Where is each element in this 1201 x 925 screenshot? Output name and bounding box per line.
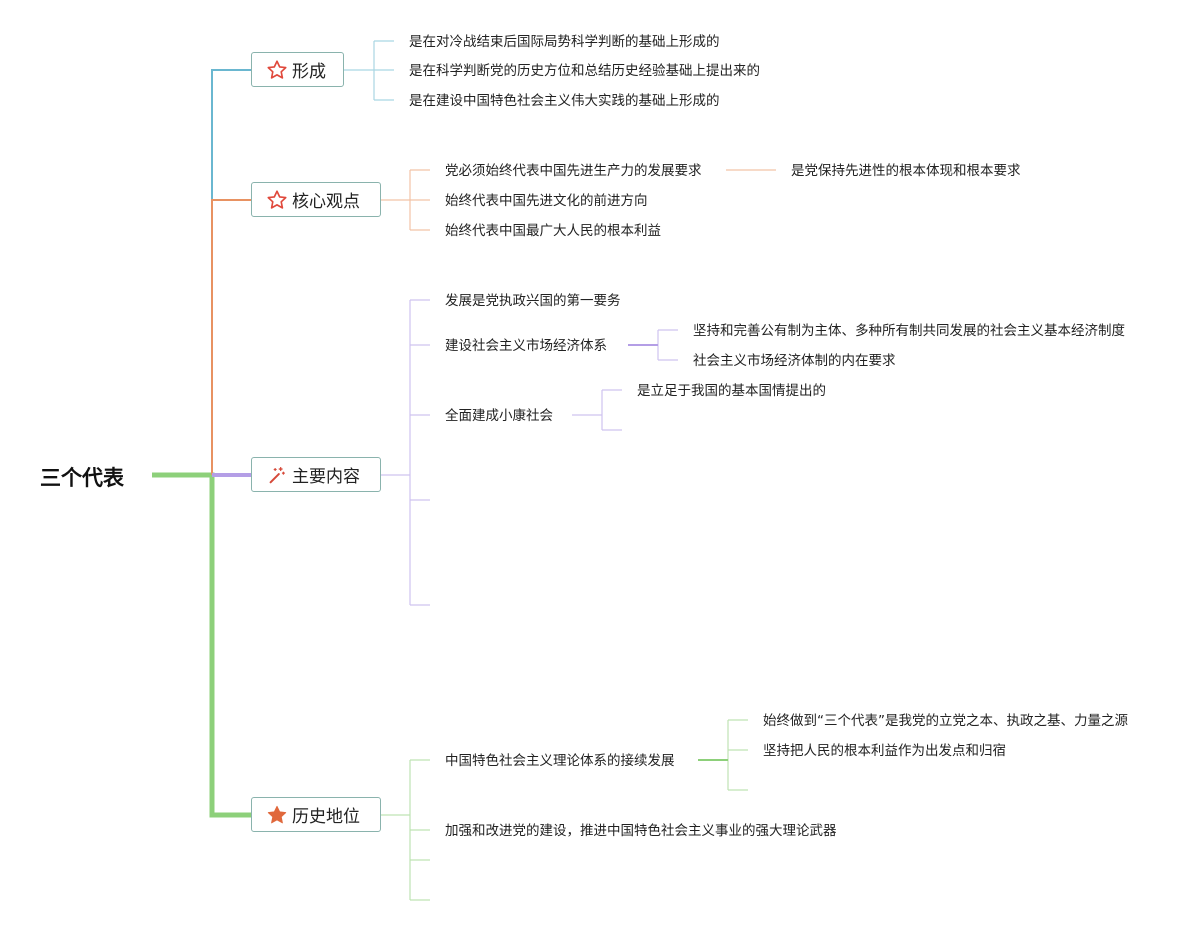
branch-lishi[interactable]: 历史地位 <box>251 797 381 832</box>
leaf-hexin-1[interactable]: 党必须始终代表中国先进生产力的发展要求 <box>445 163 702 179</box>
leaf-hexin-1-sub[interactable]: 是党保持先进性的根本体现和根本要求 <box>791 163 1021 179</box>
star-outline-icon <box>266 188 292 212</box>
leaf-hexin-3[interactable]: 始终代表中国最广大人民的根本利益 <box>445 223 661 239</box>
leaf-zhuyao-2-sub-1[interactable]: 坚持和完善公有制为主体、多种所有制共同发展的社会主义基本经济制度 <box>693 323 1125 339</box>
leaf-lishi-1-sub-2[interactable]: 坚持把人民的根本利益作为出发点和归宿 <box>763 743 1006 759</box>
leaf-xingcheng-3[interactable]: 是在建设中国特色社会主义伟大实践的基础上形成的 <box>409 93 720 109</box>
branch-label: 形成 <box>292 62 326 82</box>
leaf-zhuyao-3-sub-1[interactable]: 是立足于我国的基本国情提出的 <box>637 383 826 399</box>
star-outline-icon <box>266 58 292 82</box>
leaf-xingcheng-2[interactable]: 是在科学判断党的历史方位和总结历史经验基础上提出来的 <box>409 63 760 79</box>
xingcheng-connector <box>211 69 252 475</box>
branch-hexin[interactable]: 核心观点 <box>251 182 381 217</box>
leaf-lishi-2[interactable]: 加强和改进党的建设，推进中国特色社会主义事业的强大理论武器 <box>445 823 837 839</box>
magic-wand-icon <box>266 463 292 487</box>
leaf-lishi-1[interactable]: 中国特色社会主义理论体系的接续发展 <box>445 753 675 769</box>
branch-label: 核心观点 <box>292 192 360 212</box>
hexin-connector <box>211 199 252 475</box>
branch-label: 历史地位 <box>292 807 360 827</box>
hexin-children-lines <box>380 169 776 231</box>
leaf-lishi-1-sub-1[interactable]: 始终做到“三个代表”是我党的立党之本、执政之基、力量之源 <box>763 713 1128 729</box>
branch-zhuyao[interactable]: 主要内容 <box>251 457 381 492</box>
root-connector <box>152 472 252 818</box>
leaf-hexin-2[interactable]: 始终代表中国先进文化的前进方向 <box>445 193 648 209</box>
leaf-xingcheng-1[interactable]: 是在对冷战结束后国际局势科学判断的基础上形成的 <box>409 34 720 50</box>
branch-label: 主要内容 <box>292 467 360 487</box>
lishi-children-lines <box>380 719 748 901</box>
leaf-zhuyao-2[interactable]: 建设社会主义市场经济体系 <box>445 338 607 354</box>
xingcheng-children-lines <box>344 40 394 101</box>
zhuyao-children-lines <box>380 299 678 606</box>
root-node[interactable]: 三个代表 <box>40 466 124 490</box>
branch-xingcheng[interactable]: 形成 <box>251 52 344 87</box>
star-filled-icon <box>266 803 292 827</box>
leaf-zhuyao-1[interactable]: 发展是党执政兴国的第一要务 <box>445 293 621 309</box>
leaf-zhuyao-2-sub-2[interactable]: 社会主义市场经济体制的内在要求 <box>693 353 896 369</box>
leaf-zhuyao-3[interactable]: 全面建成小康社会 <box>445 408 553 424</box>
